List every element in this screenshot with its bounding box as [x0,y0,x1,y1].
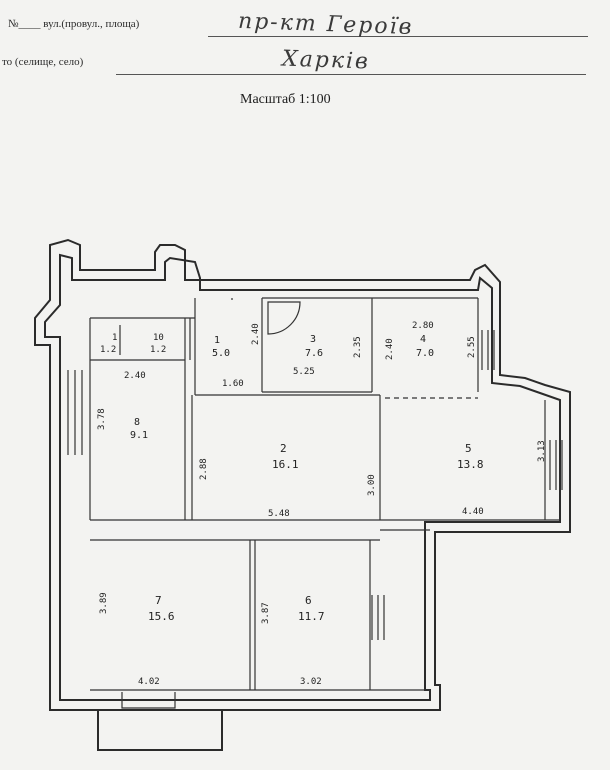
room-9-id: 1 [112,333,117,343]
room-4-id: 4 [420,334,426,345]
dim-2-88: 2.88 [199,458,209,480]
room-8-area: 9.1 [130,430,148,441]
window-right-room6 [371,595,385,640]
dim-2-80: 2.80 [412,321,434,331]
room-7-id: 7 [155,594,162,607]
dim-3-13: 3.13 [537,440,547,462]
outer-wall-inner [44,253,561,701]
wall-room3 [261,297,373,393]
outer-wall-outer [34,238,571,711]
dim-2-55: 2.55 [467,336,477,358]
window-bottom-room7 [121,692,176,709]
dim-2-40-v1: 2.40 [251,323,261,345]
dim-5-48: 5.48 [268,509,290,519]
dimension-labels: 2.40 3.78 1.60 2.40 5.25 2.35 2.80 2.40 … [97,321,547,687]
dim-4-40: 4.40 [462,507,484,517]
dim-3-02: 3.02 [300,677,322,687]
form-header: №____ вул.(провул., площа) пр-кт Героїв … [0,0,610,120]
scale-label: Масштаб 1:100 [240,92,331,107]
dim-3-89: 3.89 [99,592,109,614]
wall-room4 [372,297,479,392]
street-label: №____ вул.(провул., площа) [8,18,140,30]
dim-5-25: 5.25 [293,367,315,377]
door-swing [267,301,301,335]
room-7-area: 15.6 [148,610,175,623]
room-6-area: 11.7 [298,610,325,623]
dim-4-02: 4.02 [138,677,160,687]
room-4-area: 7.0 [416,348,434,359]
window-left [67,370,83,455]
room-1-id: 1 [214,335,220,346]
street-underline [208,36,588,37]
window-right-room5 [549,440,563,490]
room-labels: 1 1.2 10 1.2 1 5.0 3 7.6 4 7.0 8 9.1 2 1… [100,333,484,623]
room-3-id: 3 [310,334,316,345]
room-1-area: 5.0 [212,348,230,359]
wall-room1 [194,298,380,396]
dim-3-00: 3.00 [367,474,377,496]
dim-2-35: 2.35 [353,336,363,358]
dim-2-40-top: 2.40 [124,371,146,381]
room-5-area: 13.8 [457,458,484,471]
locality-label: то (селище, село) [2,56,84,68]
wall-mid-horizontal [90,519,560,541]
dim-2-40-v2: 2.40 [385,338,395,360]
room-10-area: 1.2 [150,345,166,355]
window-right-room4 [481,330,495,370]
dim-3-87: 3.87 [261,602,271,624]
room-3-area: 7.6 [305,348,323,359]
room-10-id: 10 [153,333,164,343]
dim-1-60: 1.60 [222,379,244,389]
wall-left-column [89,317,195,520]
balcony [97,710,223,751]
room-2-area: 16.1 [272,458,299,471]
room-9-area: 1.2 [100,345,116,355]
room-5-id: 5 [465,442,472,455]
room-6-id: 6 [305,594,312,607]
wall-room6 [249,540,371,690]
dim-3-78: 3.78 [97,408,107,430]
room-8-id: 8 [134,417,140,428]
locality-underline [116,74,586,75]
room-2-id: 2 [280,442,287,455]
